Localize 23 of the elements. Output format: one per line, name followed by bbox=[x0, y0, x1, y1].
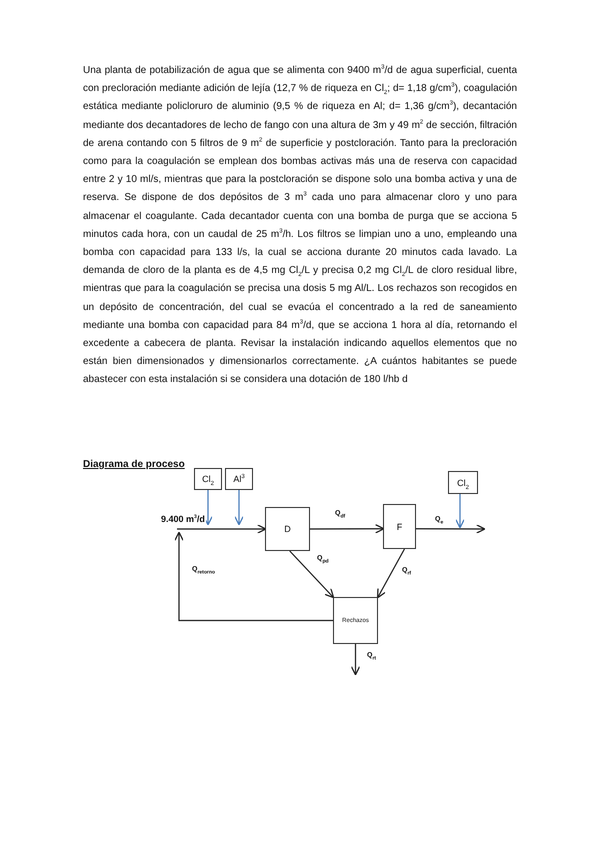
flow-arrow bbox=[174, 532, 333, 622]
box-label: Al$^{3}$ bbox=[233, 474, 245, 484]
process-box bbox=[225, 468, 253, 490]
box-label: D bbox=[284, 524, 291, 534]
section-heading: Diagrama de proceso bbox=[83, 459, 185, 470]
box-label: Cl$_{2}$ bbox=[457, 478, 469, 488]
flow-arrow bbox=[177, 524, 266, 534]
process-box bbox=[383, 504, 416, 549]
process-box bbox=[448, 471, 478, 494]
box-label: F bbox=[396, 522, 402, 532]
flow-arrow bbox=[234, 490, 244, 526]
flow-arrow bbox=[310, 524, 384, 534]
process-box bbox=[265, 507, 310, 551]
flow-arrow bbox=[289, 550, 334, 598]
process-box bbox=[333, 597, 378, 644]
flow-arrow bbox=[376, 548, 405, 598]
box-label: Cl$_{2}$ bbox=[202, 474, 214, 484]
edge-label: 9.400 m$^{3}$/d bbox=[160, 514, 206, 524]
flow-arrow bbox=[350, 644, 360, 676]
flow-arrow bbox=[455, 494, 465, 528]
process-box bbox=[194, 468, 222, 490]
problem-statement: Una planta de potabilización de agua que se alimenta con 9400 m$^{3}$/d de agua superficial, cuenta con precloración mediante adición de lejía (12,7 % de riqueza en Cl$_{2}$; d= 1,18 g/cm$^{3}$), coagulación estática mediante policloruro de aluminio (9,5 % de riqueza en Al; d= 1,36 g/cm$^{3}$), decantación mediante dos decantadores de lecho de fango con una altura de 3m y 49 m$^{2}$ de sección, filtración de arena contando con 5 filtros de 9 m$^{2}$ de superficie y postcloración. Tanto para la precloración como para la coagulación se emplean dos bombas activas más una de reserva con capacidad entre 2 y 10 ml/s, mientras que para la postcloración se dispone solo una bomba activa y una de reserva. Se dispone de dos depósitos de 3 m$^{3}$ cada uno para almacenar cloro y uno para almacenar el coagulante. Cada decantador cuenta con una bomba de purga que se acciona 5 minutos cada hora, con un caudal de 25 m$^{3}$/h. Los filtros se limpian uno a uno, empleando una bomba con capacidad para 133 l/s, la cual se acciona durante 20 minutos cada lavado. La demanda de cloro de la planta es de 4,5 mg Cl$_{2}$/L y precisa 0,2 mg Cl$_{2}$/L de cloro residual libre, mientras que para la coagulación se precisa una dosis 5 mg Al/L. Los rechazos son recogidos en un depósito de concentración, del cual se evacúa el concentrado a la red de saneamiento mediante una bomba con capacidad para 84 m$^{3}$/d, que se acciona 1 hora al día, retornando el excedente a cabecera de planta. Revisar la instalación indicando aquellos elementos que no están bien dimensionados y dimensionarlos correctamente. ¿A cuántos habitantes se puede abastecer con esta instalación si se considera una dotación de 180 l/hb d bbox=[83, 63, 517, 388]
flow-arrow bbox=[416, 524, 486, 534]
